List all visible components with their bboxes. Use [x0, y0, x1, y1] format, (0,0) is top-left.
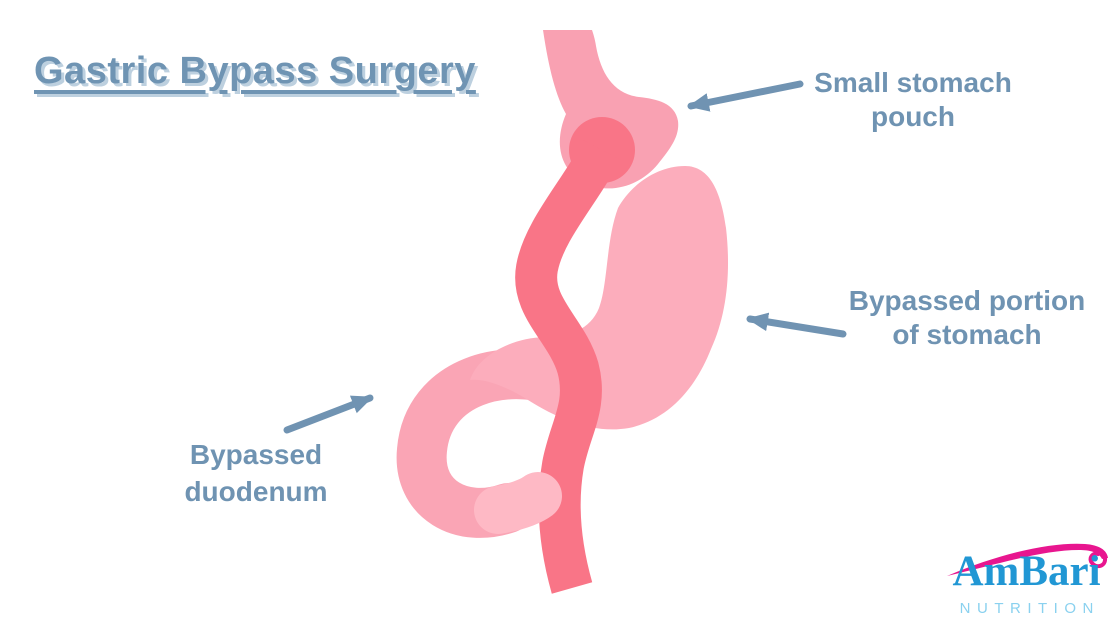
- swoosh-stroke: [947, 543, 1108, 576]
- label-line: Bypassed portion: [848, 285, 1086, 316]
- page-title: Gastric Bypass Surgery: [34, 50, 476, 92]
- label-small-stomach-pouch: Small stomach pouch: [788, 66, 1038, 134]
- arrow-small-stomach-pouch: [687, 80, 804, 112]
- arrow-bypassed-stomach: [746, 312, 847, 338]
- bypassed-stomach-shape: [470, 166, 729, 430]
- label-line: duodenum: [184, 476, 328, 507]
- label-bypassed-duodenum: Bypassed duodenum: [150, 436, 362, 510]
- logo-tagline-text: NUTRITION: [959, 600, 1100, 617]
- duodenum-end-cap-shape: [474, 472, 562, 534]
- arrow-bypassed-duodenum: [283, 394, 374, 434]
- ambari-nutrition-logo: AmBari NUTRITION: [933, 538, 1120, 628]
- label-line: Small stomach: [814, 67, 1012, 98]
- swoosh-curl: [1088, 551, 1108, 569]
- label-bypassed-stomach: Bypassed portion of stomach: [828, 284, 1106, 352]
- label-line: Bypassed: [189, 439, 323, 470]
- logo-brand-text: AmBari: [952, 548, 1101, 595]
- logo-swoosh-icon: [947, 543, 1108, 576]
- label-line: pouch: [871, 101, 955, 132]
- label-line: of stomach: [892, 319, 1042, 350]
